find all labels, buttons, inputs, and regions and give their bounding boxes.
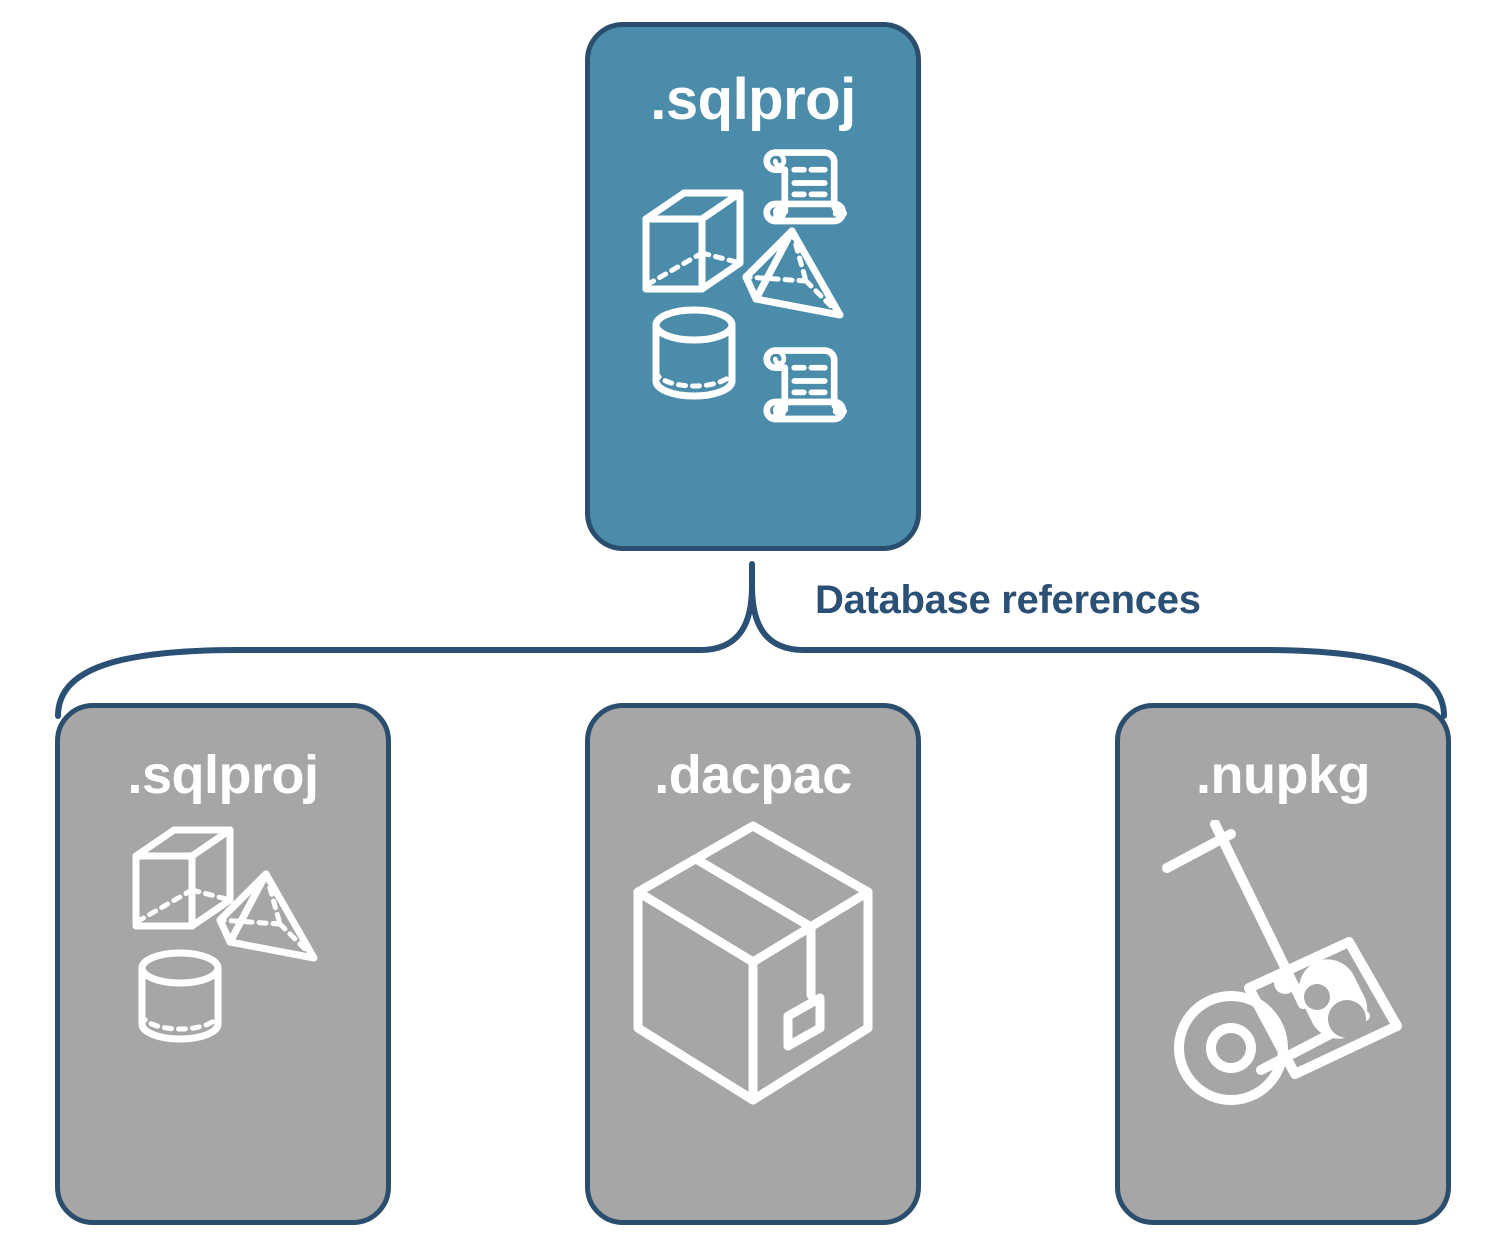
nupkg-icon-group bbox=[1153, 819, 1413, 1115]
card-title-dacpac: .dacpac bbox=[654, 745, 852, 805]
card-title-root: .sqlproj bbox=[650, 67, 856, 132]
cylinder-icon bbox=[138, 949, 222, 1043]
card-title-nupkg: .nupkg bbox=[1196, 745, 1370, 805]
brace-left-arm bbox=[237, 583, 755, 653]
node-card-root-sqlproj[interactable]: .sqlproj bbox=[585, 22, 921, 551]
node-card-ref-nupkg[interactable]: .nupkg bbox=[1115, 703, 1451, 1225]
database-references-connector bbox=[0, 540, 1500, 730]
cube-icon bbox=[642, 189, 744, 293]
script-scroll-icon bbox=[763, 149, 848, 225]
pyramid-icon bbox=[216, 870, 318, 962]
dacpac-icon-group bbox=[628, 820, 878, 1115]
cube-icon bbox=[132, 826, 234, 930]
pyramid-icon bbox=[742, 227, 844, 319]
script-scroll-icon bbox=[763, 347, 848, 423]
sqlproj-icon-group bbox=[108, 820, 338, 1065]
package-box-icon bbox=[633, 821, 873, 1105]
root-icon-group bbox=[638, 143, 868, 438]
node-card-ref-dacpac[interactable]: .dacpac bbox=[585, 703, 921, 1225]
cylinder-icon bbox=[652, 306, 736, 400]
connector-label: Database references bbox=[815, 578, 1201, 622]
hand-truck-nuget-package-icon bbox=[1162, 819, 1402, 1105]
card-title-sqlproj: .sqlproj bbox=[127, 745, 319, 805]
node-card-ref-sqlproj[interactable]: .sqlproj bbox=[55, 703, 391, 1225]
